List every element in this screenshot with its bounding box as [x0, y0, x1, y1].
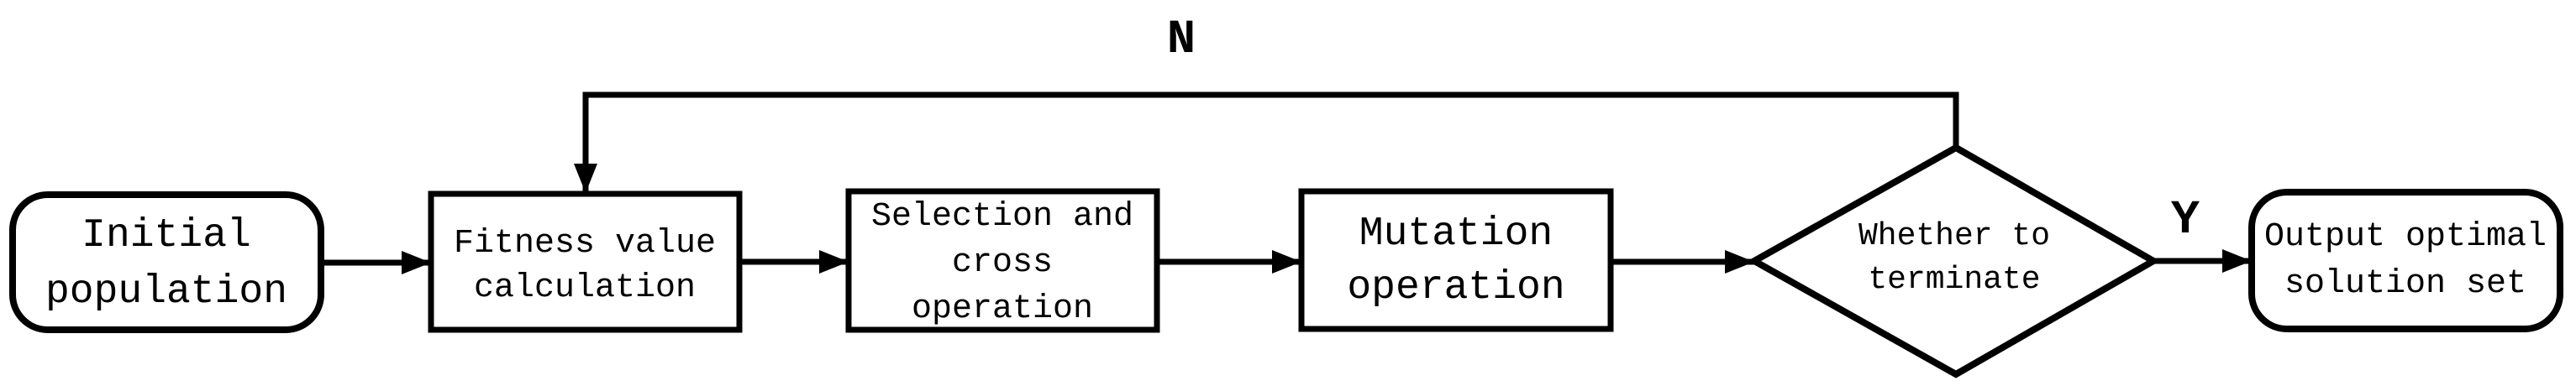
selection-label-line3: operation	[912, 290, 1093, 328]
selection-label-line1: Selection and	[871, 198, 1133, 236]
selection-cross-shape	[845, 188, 1160, 333]
fitness-label-line1: Fitness value	[454, 225, 716, 263]
output-label-line2: solution set	[2284, 265, 2526, 303]
node-fitness-value-calculation: Fitness value calculation	[428, 190, 743, 333]
node-selection-and-cross-operation: Selection and cross operation	[845, 188, 1160, 333]
initial-population-label-line2: population	[45, 269, 287, 315]
terminate-decision-diamond-shape	[1747, 143, 2161, 378]
node-output-optimal-solution-set: Output optimal solution set	[2248, 189, 2563, 332]
node-whether-to-terminate: Whether to terminate	[1747, 143, 2161, 378]
mutation-label-line1: Mutation	[1359, 211, 1553, 257]
selection-label-line2: cross	[952, 244, 1053, 282]
initial-population-label-line1: Initial	[81, 213, 251, 258]
yes-branch-label: Y	[2171, 194, 2200, 248]
node-mutation-operation: Mutation operation	[1298, 188, 1614, 332]
mutation-label-line2: operation	[1347, 265, 1564, 310]
edge-no-branch-feedback-loop	[574, 91, 1959, 193]
mutation-operation-shape	[1298, 188, 1614, 332]
terminate-label-line1: Whether to	[1858, 218, 2050, 254]
fitness-label-line2: calculation	[474, 269, 696, 307]
initial-population-shape	[9, 191, 324, 333]
output-label-line1: Output optimal	[2264, 218, 2547, 256]
terminate-label-line2: terminate	[1868, 262, 2040, 298]
fitness-value-calculation-shape	[428, 190, 743, 333]
node-initial-population: Initial population	[9, 191, 324, 333]
no-branch-label: N	[1167, 13, 1196, 67]
output-solution-shape	[2248, 189, 2563, 332]
